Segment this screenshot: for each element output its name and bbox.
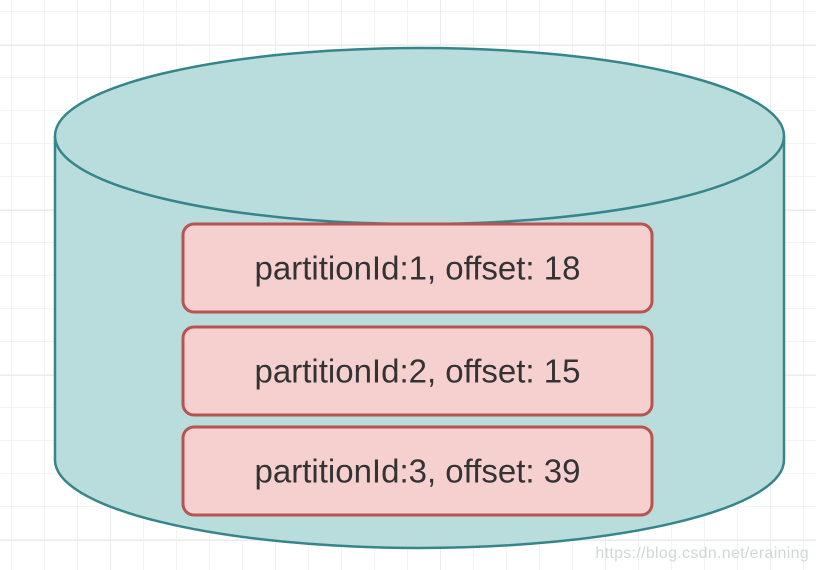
partition-box-3-label: partitionId:3, offset: 39 xyxy=(255,453,581,490)
partition-box-3: partitionId:3, offset: 39 xyxy=(181,425,654,517)
partition-box-3-rect xyxy=(181,425,654,517)
partition-box-2-rect xyxy=(181,325,654,417)
partition-box-2: partitionId:2, offset: 15 xyxy=(181,325,654,417)
watermark-url: https://blog.csdn.net/eraining xyxy=(595,545,809,562)
database-cylinder-top xyxy=(53,46,786,226)
partition-box-1-rect xyxy=(181,222,654,314)
partition-box-1: partitionId:1, offset: 18 xyxy=(181,222,654,314)
partition-box-2-label: partitionId:2, offset: 15 xyxy=(255,353,581,390)
partition-box-1-label: partitionId:1, offset: 18 xyxy=(255,250,581,287)
